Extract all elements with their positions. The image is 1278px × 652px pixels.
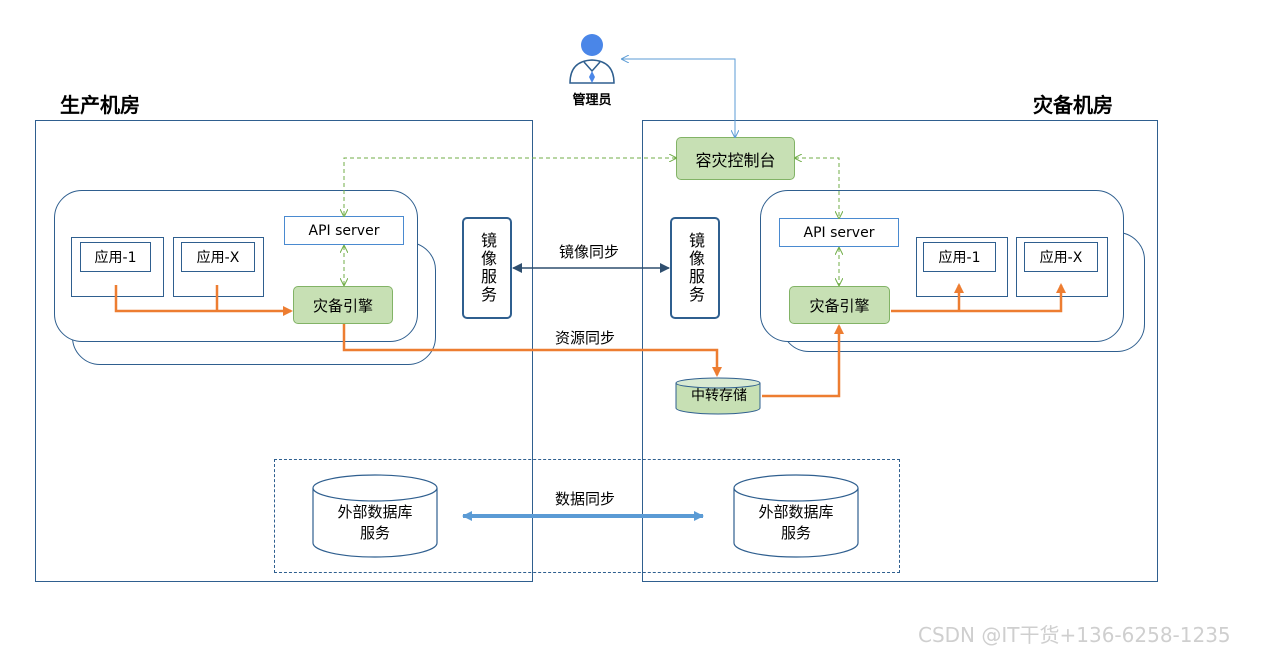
relay-storage-cylinder [675, 377, 761, 415]
relay-storage-label: 中转存储 [691, 388, 747, 404]
mirror-sync-label: 镜像同步 [559, 243, 620, 261]
production-app1-label: 应用-1 [80, 242, 151, 272]
production-db-line1: 外部数据库 [337, 503, 413, 521]
production-db-label: 外部数据库 服务 [312, 502, 438, 544]
dr-db-cylinder [733, 474, 859, 558]
production-room-title: 生产机房 [60, 93, 140, 117]
dr-db-label: 外部数据库 服务 [733, 502, 859, 544]
data-sync-region [274, 459, 900, 573]
data-sync-label: 数据同步 [555, 490, 616, 508]
dr-appx-label: 应用-X [1024, 242, 1098, 272]
dr-room-title: 灾备机房 [1033, 93, 1113, 117]
production-api-server: API server [284, 216, 404, 245]
dr-app1-label: 应用-1 [923, 242, 996, 272]
dr-dr-engine: 灾备引擎 [789, 286, 890, 324]
production-appx-label: 应用-X [181, 242, 255, 272]
dr-console: 容灾控制台 [676, 137, 795, 180]
production-dr-engine: 灾备引擎 [293, 286, 393, 324]
production-mirror-service: 镜像服务 [462, 217, 512, 319]
dr-api-server: API server [779, 218, 899, 247]
resource-sync-label: 资源同步 [555, 329, 616, 347]
admin-user-icon [569, 34, 615, 84]
production-db-line2: 服务 [359, 524, 390, 542]
dr-db-line2: 服务 [780, 524, 811, 542]
watermark: CSDN @IT干货+136-6258-1235 [918, 623, 1231, 647]
dr-mirror-service: 镜像服务 [670, 217, 720, 319]
production-db-cylinder [312, 474, 438, 558]
admin-label: 管理员 [572, 93, 612, 108]
dr-db-line1: 外部数据库 [758, 503, 834, 521]
